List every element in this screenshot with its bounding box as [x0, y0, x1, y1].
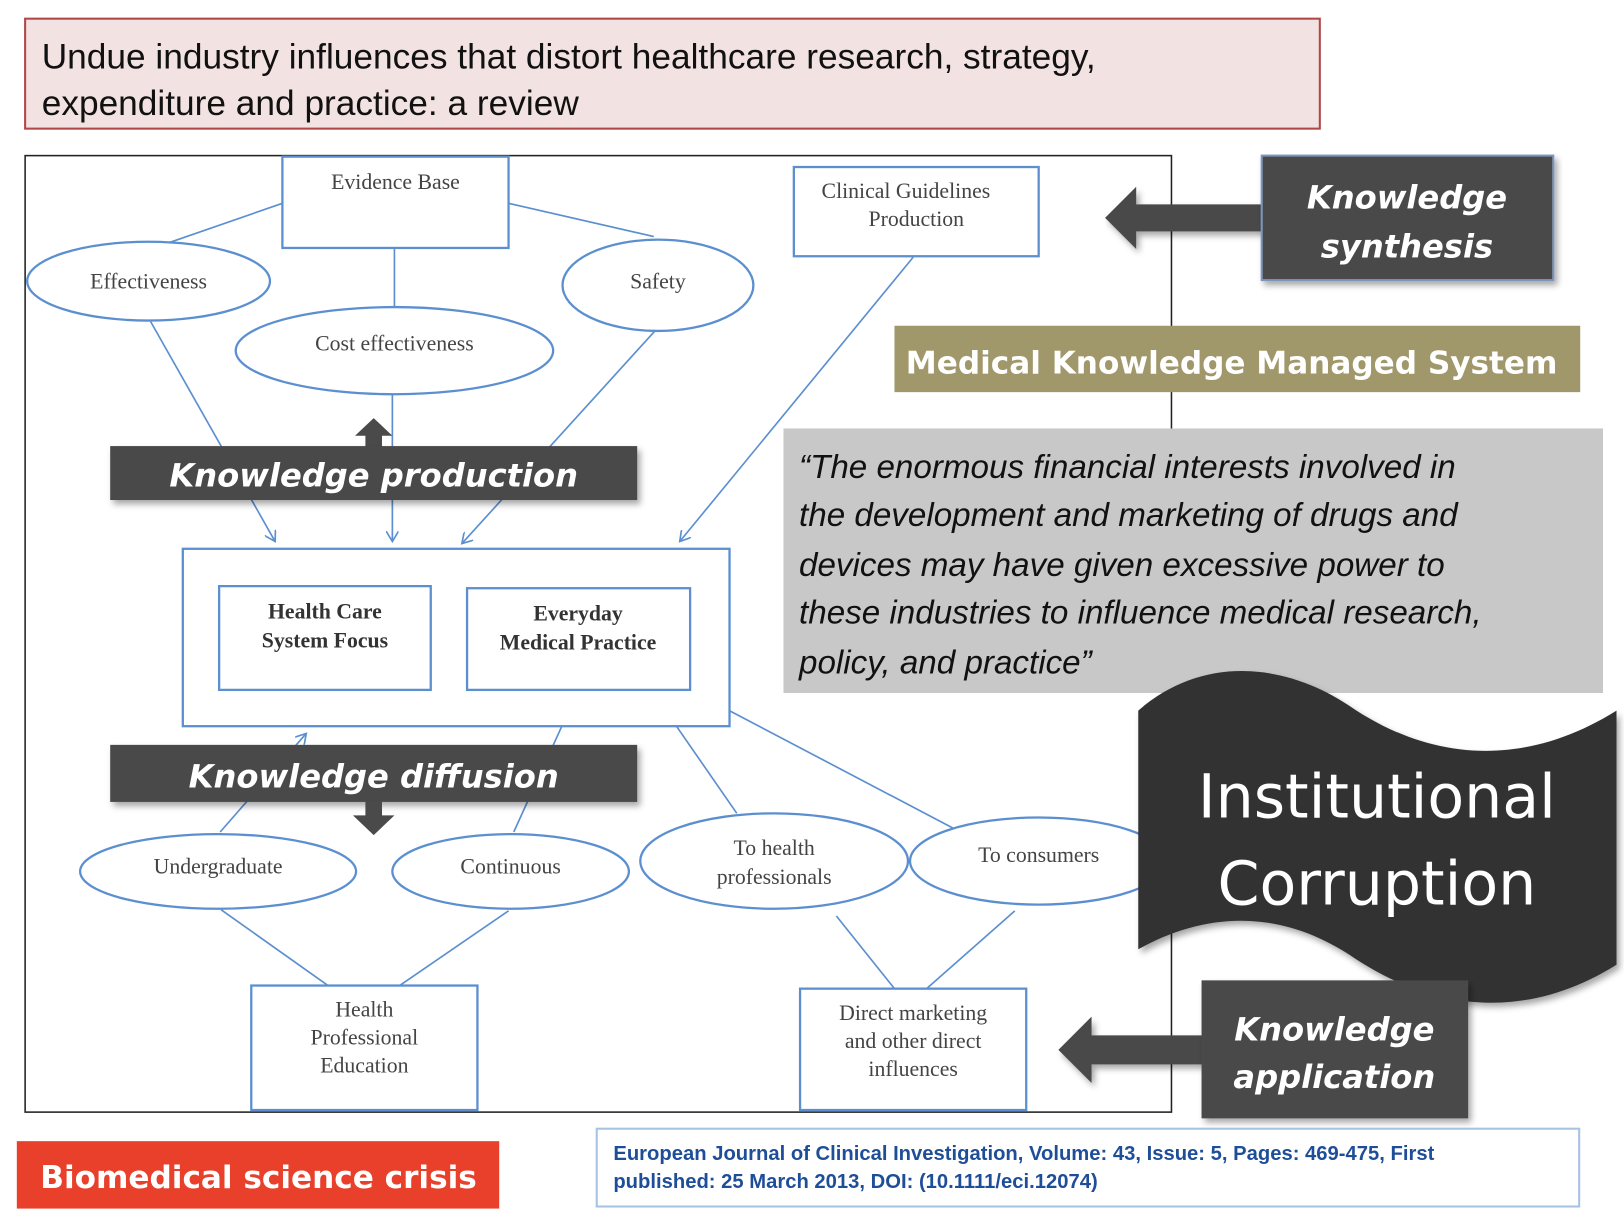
quote-box: “The enormous financial interests involv…: [783, 428, 1604, 693]
continuous-label: Continuous: [460, 855, 560, 879]
professionals-label: professionals: [717, 865, 832, 889]
system-focus-label: System Focus: [262, 628, 388, 652]
evidence-base-box: Evidence Base: [281, 155, 510, 250]
health-care-focus-box: [217, 584, 432, 692]
medical-kms-label: Medical Knowledge Managed System: [906, 345, 1558, 381]
knowledge-synthesis-line-1: Knowledge: [1307, 179, 1507, 217]
knowledge-production-label: Knowledge production: [169, 457, 578, 495]
knowledge-diffusion-banner: Knowledge diffusion: [110, 744, 638, 802]
everyday-label: Everyday: [533, 601, 623, 625]
safety-label: Safety: [630, 269, 686, 293]
everyday-practice-box: [465, 587, 692, 692]
left-arrow-icon: [1058, 1016, 1204, 1084]
quote-line-5: policy, and practice”: [798, 644, 1094, 681]
quote-line-4: these industries to influence medical re…: [799, 594, 1482, 631]
knowledge-application-banner: Knowledge application: [1201, 980, 1469, 1119]
biomedical-crisis-banner: Biomedical science crisis: [16, 1141, 500, 1209]
effectiveness-label: Effectiveness: [90, 269, 207, 293]
knowledge-synthesis-banner: Knowledge synthesis: [1260, 154, 1555, 282]
reference-line-2: published: 25 March 2013, DOI: (10.1111/…: [613, 1171, 1097, 1193]
knowledge-application-line-2: application: [1233, 1058, 1435, 1096]
corruption-label: Corruption: [1217, 850, 1536, 920]
institutional-label: Institutional: [1198, 762, 1556, 832]
quote-line-2: the development and marketing of drugs a…: [799, 497, 1459, 534]
production-label: Production: [868, 207, 964, 231]
title-box: Undue industry influences that distort h…: [24, 17, 1321, 130]
practice-container: Health Care System Focus Everyday Medica…: [181, 547, 731, 728]
dm-line-2: and other direct: [845, 1029, 982, 1053]
clinical-guidelines-label: Clinical Guidelines: [822, 179, 991, 203]
to-consumers-label: To consumers: [978, 843, 1099, 867]
hpe-line-2: Professional: [311, 1026, 419, 1050]
dm-line-1: Direct marketing: [839, 1001, 987, 1025]
direct-marketing-box: Direct marketing and other direct influe…: [798, 987, 1028, 1112]
cost-effectiveness-label: Cost effectiveness: [315, 332, 474, 356]
to-health-professionals-node: To health professionals: [639, 812, 910, 910]
down-arrow-icon: [352, 800, 395, 836]
up-arrow-icon: [355, 418, 393, 449]
knowledge-diffusion-label: Knowledge diffusion: [189, 757, 559, 795]
title-line-1: Undue industry influences that distort h…: [42, 37, 1096, 76]
evidence-base-label: Evidence Base: [331, 170, 460, 194]
health-care-label: Health Care: [268, 599, 382, 623]
knowledge-production-banner: Knowledge production: [110, 446, 638, 501]
left-arrow-icon: [1105, 186, 1264, 249]
hpe-line-3: Education: [320, 1054, 408, 1078]
to-health-label: To health: [733, 836, 814, 860]
continuous-node: Continuous: [391, 832, 631, 910]
title-line-2: expenditure and practice: a review: [42, 84, 580, 123]
knowledge-application-line-1: Knowledge: [1234, 1011, 1434, 1049]
clinical-guidelines-box: Clinical Guidelines Production: [792, 165, 1040, 258]
medical-kms-banner: Medical Knowledge Managed System: [894, 325, 1581, 393]
institutional-corruption-banner: Institutional Corruption: [1138, 671, 1617, 1003]
to-consumers-node: To consumers: [908, 816, 1169, 906]
quote-line-1: “The enormous financial interests involv…: [799, 449, 1456, 486]
reference-box: European Journal of Clinical Investigati…: [595, 1127, 1581, 1208]
medical-practice-label: Medical Practice: [500, 630, 657, 654]
dm-line-3: influences: [868, 1057, 957, 1081]
safety-node: Safety: [561, 238, 755, 333]
hpe-line-1: Health: [335, 998, 393, 1022]
reference-line-1: European Journal of Clinical Investigati…: [613, 1143, 1434, 1165]
effectiveness-node: Effectiveness: [26, 240, 272, 322]
quote-line-3: devices may have given excessive power t…: [799, 547, 1445, 584]
hpe-box: Health Professional Education: [250, 984, 479, 1112]
undergraduate-node: Undergraduate: [78, 832, 358, 910]
biomedical-crisis-label: Biomedical science crisis: [40, 1160, 477, 1196]
cost-effectiveness-node: Cost effectiveness: [234, 305, 555, 396]
knowledge-synthesis-line-2: synthesis: [1321, 227, 1493, 265]
undergraduate-label: Undergraduate: [154, 855, 283, 879]
